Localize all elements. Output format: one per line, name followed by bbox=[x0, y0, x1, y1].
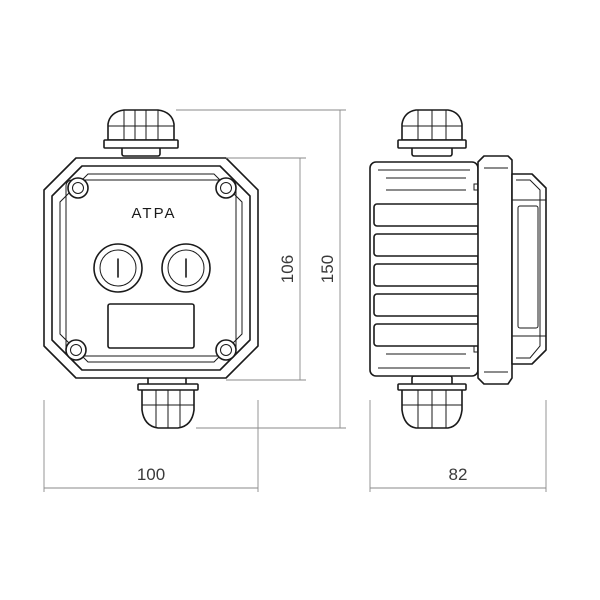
corner-screw-bottom-left bbox=[65, 339, 87, 361]
enclosure-lid bbox=[51, 165, 251, 371]
side-bottom-cable-gland bbox=[397, 375, 467, 429]
enclosure-outline bbox=[43, 157, 259, 379]
label-window bbox=[107, 303, 195, 349]
side-ribs bbox=[373, 177, 485, 355]
dimension-total-height: 150 bbox=[318, 255, 337, 283]
side-top-cable-gland bbox=[397, 109, 467, 157]
bottom-cable-gland bbox=[137, 375, 199, 429]
push-button-right bbox=[161, 243, 211, 293]
dimension-front-width: 100 bbox=[137, 465, 165, 484]
front-dimensions: 100 106 150 bbox=[43, 109, 346, 492]
brand-label: ATPA bbox=[132, 205, 177, 222]
corner-screw-bottom-right bbox=[215, 339, 237, 361]
push-button-left bbox=[93, 243, 143, 293]
side-view bbox=[369, 109, 547, 429]
dimension-side-depth: 82 bbox=[449, 465, 468, 484]
corner-screw-top-left bbox=[67, 177, 89, 199]
top-cable-gland bbox=[103, 109, 179, 157]
front-view: ATPA bbox=[43, 109, 259, 429]
corner-screw-top-right bbox=[215, 177, 237, 199]
dimension-front-height: 106 bbox=[278, 255, 297, 283]
side-lid bbox=[477, 155, 513, 385]
side-dimensions: 82 bbox=[369, 400, 547, 492]
